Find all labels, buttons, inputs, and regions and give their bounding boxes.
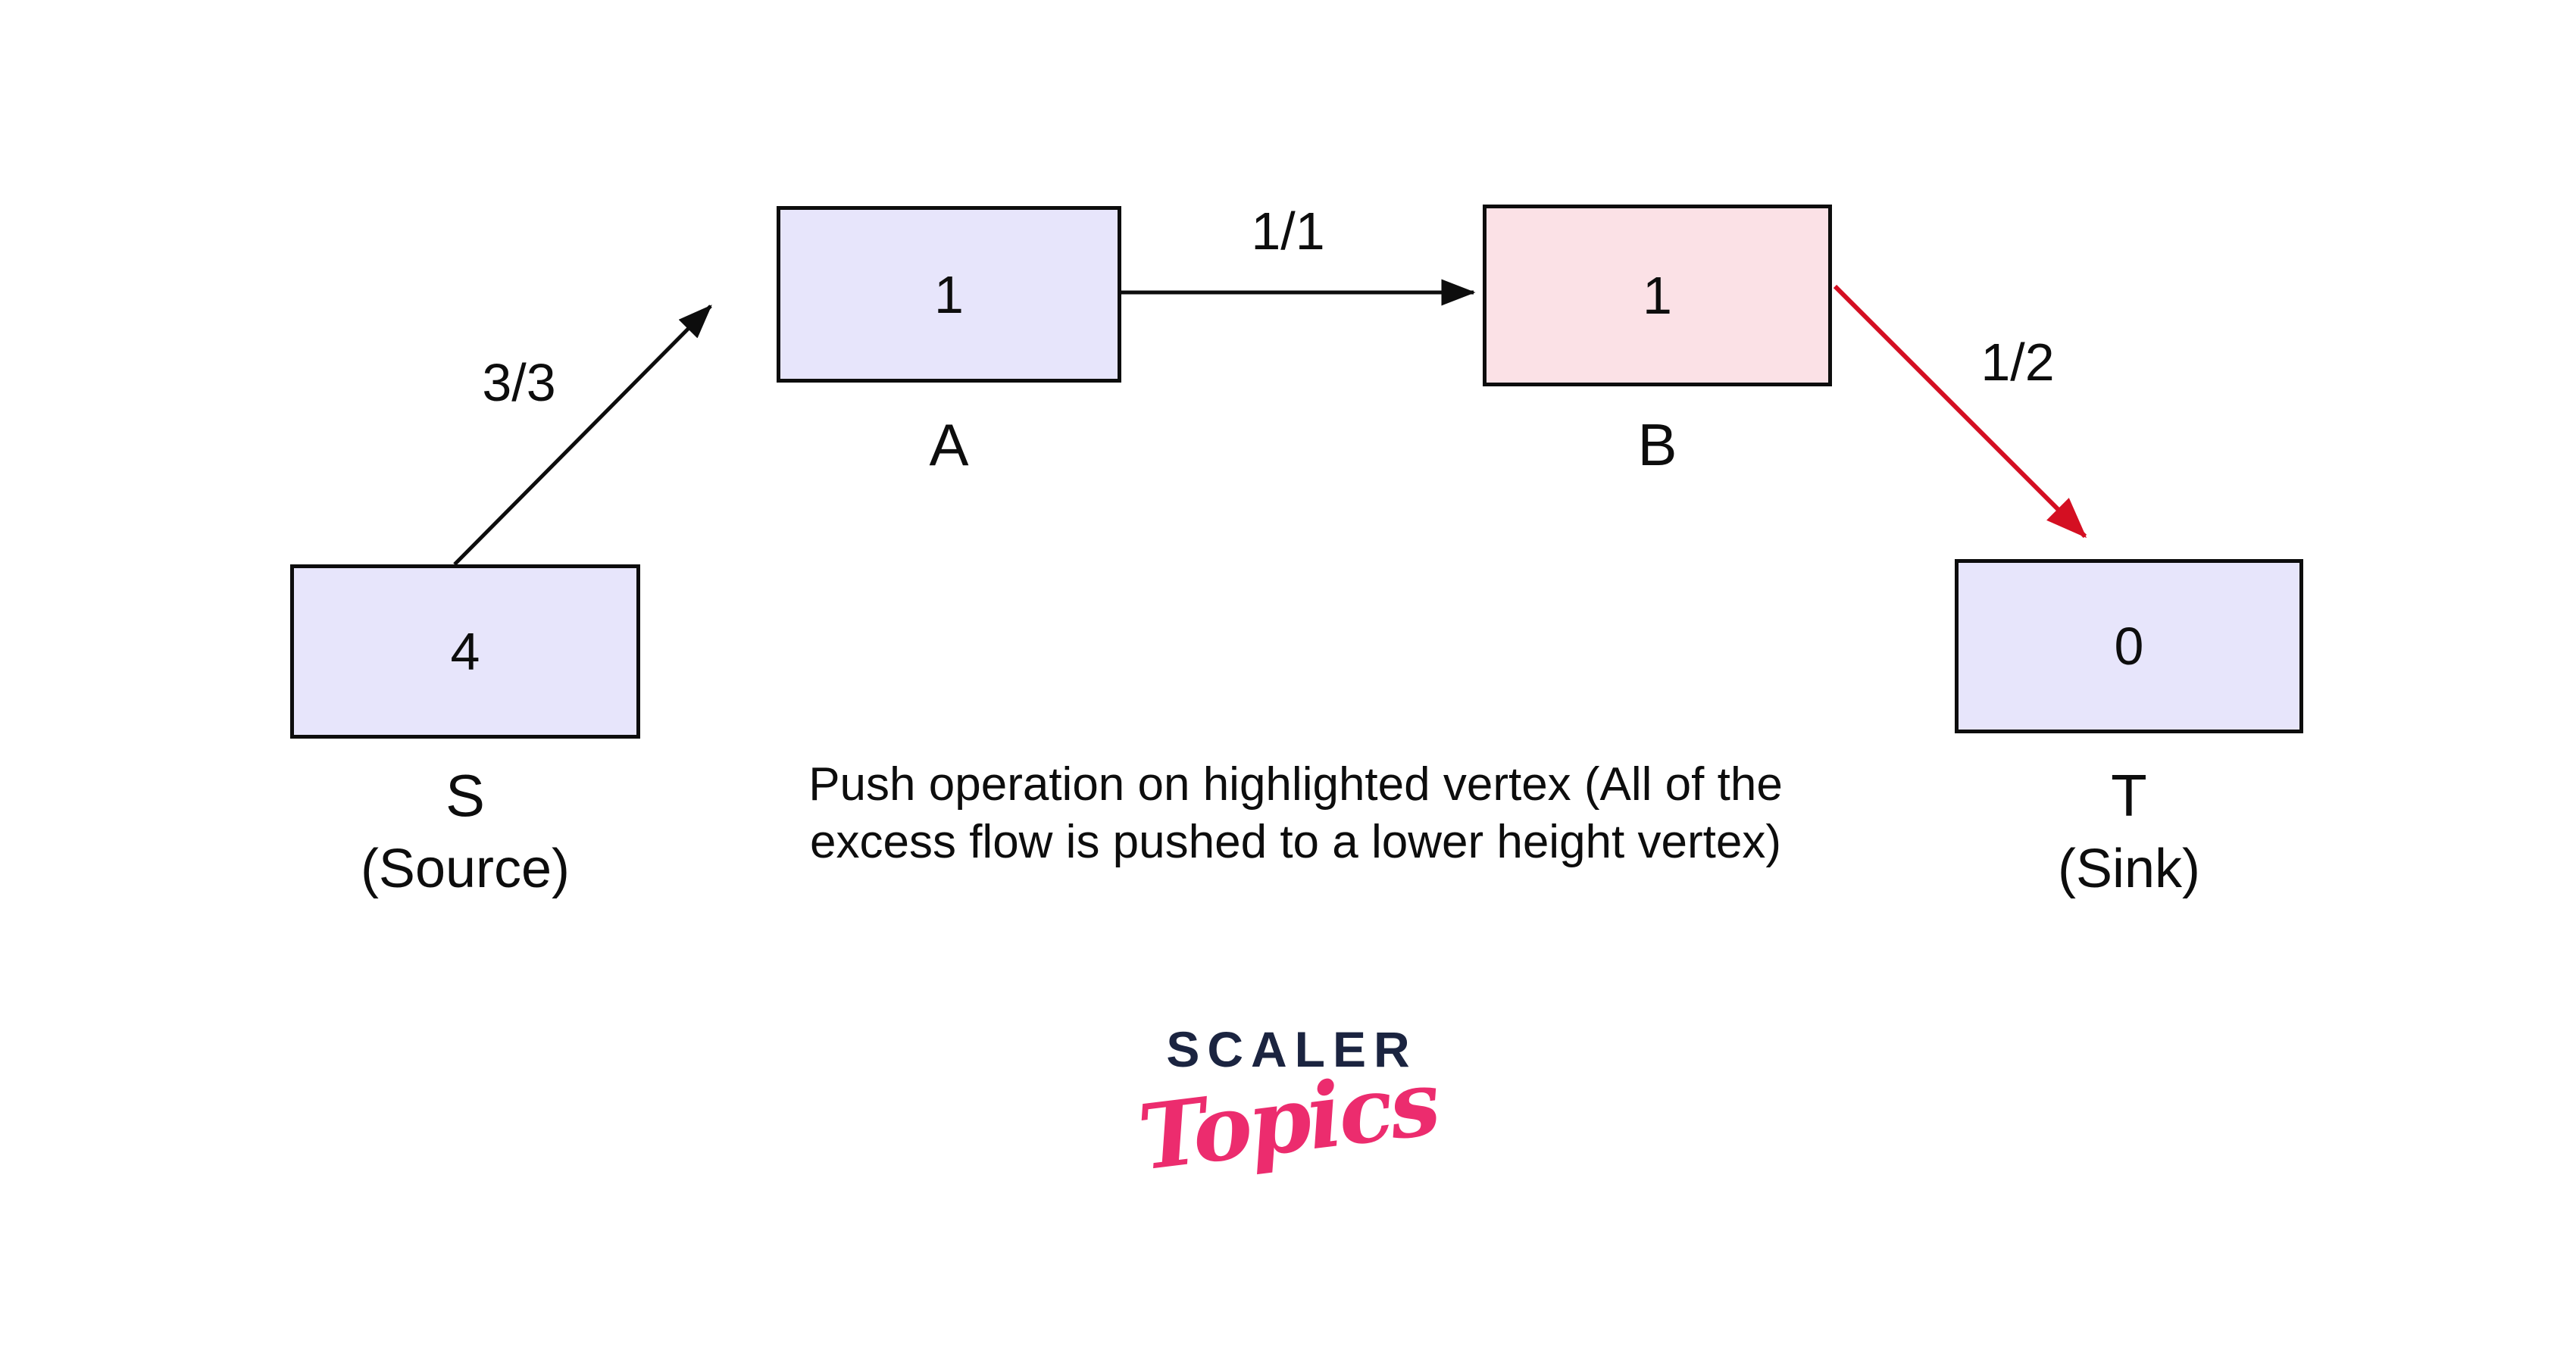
diagram-caption: Push operation on highlighted vertex (Al… [727, 756, 1864, 871]
node-t-sublabel: (Sink) [2057, 839, 2200, 899]
node-t-excess-value: 0 [2114, 617, 2144, 676]
node-a-label: A [929, 411, 969, 478]
node-b-excess-value: 1 [1643, 266, 1672, 325]
node-t-label: T [2111, 762, 2147, 829]
edge-s-to-a [453, 305, 712, 566]
node-s-sublabel: (Source) [360, 839, 571, 899]
edge-label-s-a: 3/3 [482, 353, 556, 412]
node-s-label: S [445, 762, 486, 829]
node-b-highlighted: 1 [1483, 205, 1832, 386]
node-a: 1 [777, 206, 1121, 383]
node-a-excess-value: 1 [934, 264, 964, 324]
node-b-label: B [1637, 411, 1677, 478]
scaler-topics-logo: SCALER Topics [1114, 1021, 1462, 1191]
node-s-excess-value: 4 [450, 622, 480, 681]
node-s: 4 [290, 564, 640, 739]
logo-brand-text: SCALER [1166, 1021, 1418, 1077]
caption-line-2: excess flow is pushed to a lower height … [810, 816, 1781, 868]
edge-label-a-b: 1/1 [1251, 202, 1325, 261]
caption-line-1: Push operation on highlighted vertex (Al… [808, 758, 1783, 811]
edge-b-to-t [1833, 284, 2087, 539]
node-t: 0 [1955, 559, 2303, 733]
edge-label-b-t: 1/2 [1980, 333, 2055, 392]
